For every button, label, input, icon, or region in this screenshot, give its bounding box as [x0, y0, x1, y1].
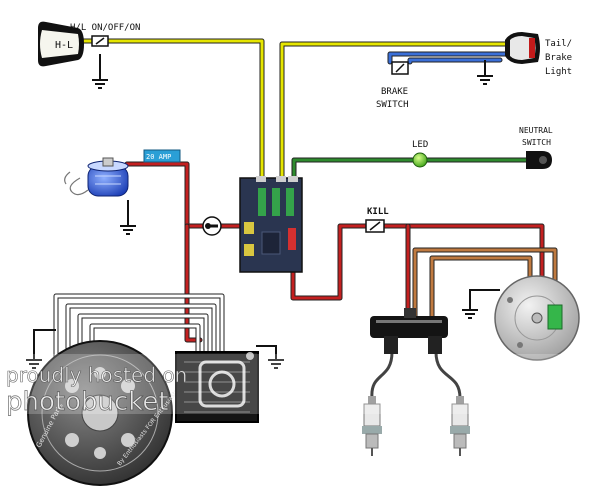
brake-switch-label-1: BRAKE — [381, 87, 408, 97]
fuse-box-icon — [239, 176, 303, 273]
ignition-wire — [290, 223, 545, 321]
headlight-switch-icon — [91, 35, 109, 47]
fuse-label: 20 AMP — [146, 153, 171, 161]
tail-light-label-2: Brake — [545, 53, 572, 63]
spark-plug-icon — [450, 396, 470, 456]
battery-icon — [64, 157, 129, 197]
brake-switch-label-2: SWITCH — [376, 100, 409, 110]
tail-light-label-3: Light — [545, 67, 572, 77]
watermark-line-2: photobucket — [6, 387, 169, 417]
brake-switch-icon — [391, 61, 409, 75]
kill-switch-label: KILL — [367, 207, 389, 217]
plug-leads — [370, 350, 462, 400]
watermark-line-1: proudly hosted on — [6, 363, 187, 387]
ground-icon — [92, 54, 108, 89]
ground-icon — [477, 60, 493, 85]
ground-icon — [26, 329, 56, 369]
tail-light-wire — [279, 41, 508, 181]
led-icon — [412, 152, 428, 168]
neutral-switch-label-1: NEUTRAL — [519, 126, 553, 135]
pickup-wire — [412, 247, 558, 321]
tail-light-label-1: Tail/ — [545, 39, 572, 49]
headlight-icon: H-L — [38, 21, 84, 67]
neutral-wire — [291, 157, 535, 181]
stator-icon: Genuine Parts By Enthusiasts FOR Enthusi… — [27, 340, 180, 486]
brake-wire — [387, 51, 508, 65]
ground-icon — [256, 345, 284, 369]
ignition-coil-icon — [370, 308, 448, 354]
ignition-switch-icon — [202, 216, 222, 236]
fuse-icon: 20 AMP — [143, 149, 181, 163]
pickup-icon — [494, 275, 580, 361]
headlight-switch-label: H/L ON/OFF/ON — [70, 23, 140, 33]
tail-light-icon — [505, 32, 540, 64]
led-label: LED — [412, 140, 428, 150]
watermark: proudly hosted on photobucket — [0, 354, 600, 417]
kill-switch-icon — [365, 219, 385, 233]
neutral-switch-label-2: SWITCH — [522, 138, 551, 147]
headlight-label: H-L — [55, 40, 73, 51]
neutral-switch-icon — [526, 151, 552, 169]
headlight-wire — [81, 38, 265, 181]
ground-icon — [462, 289, 500, 319]
ground-icon — [120, 200, 136, 235]
spark-plug-icon — [362, 396, 382, 456]
